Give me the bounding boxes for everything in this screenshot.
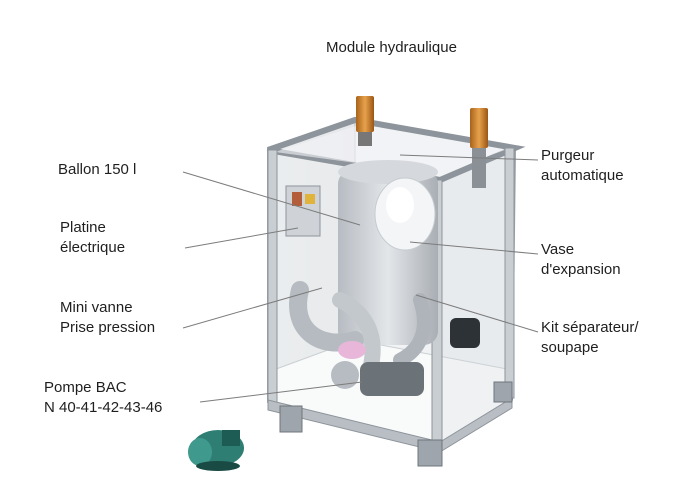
label-purgeur: Purgeur automatique: [541, 146, 624, 186]
label-purgeur-line1: Purgeur: [541, 147, 595, 164]
label-platine: Platine électrique: [60, 218, 125, 258]
label-vase: Vase d'expansion: [541, 240, 621, 280]
label-kit-line1: Kit séparateur/: [541, 319, 639, 336]
expansion-vessel: [374, 177, 436, 251]
leader-lines: [182, 154, 539, 403]
label-platine-line2: électrique: [60, 239, 126, 256]
label-platine-line1: Platine: [60, 219, 106, 236]
label-pompe-line2: N 40-41-42-43-46: [44, 399, 163, 416]
label-vase-line1: Vase: [541, 241, 575, 258]
label-pompe: Pompe BAC N 40-41-42-43-46: [44, 378, 162, 418]
label-mini-vanne: Mini vanne Prise pression: [60, 298, 155, 338]
label-mini-vanne-line2: Prise pression: [60, 319, 156, 336]
label-kit-line2: soupape: [541, 339, 599, 356]
pump-internal: [331, 318, 480, 396]
label-mini-vanne-line1: Mini vanne: [60, 299, 133, 316]
label-pompe-line1: Pompe BAC: [44, 379, 127, 396]
pipework: [289, 281, 431, 378]
label-kit: Kit séparateur/ soupape: [541, 318, 639, 358]
label-ballon: Ballon 150 l: [58, 161, 137, 178]
label-purgeur-line2: automatique: [541, 167, 624, 184]
pump-bac-icon: [188, 430, 244, 471]
diagram-title: Module hydraulique: [326, 39, 457, 56]
label-vase-line2: d'expansion: [541, 261, 621, 278]
